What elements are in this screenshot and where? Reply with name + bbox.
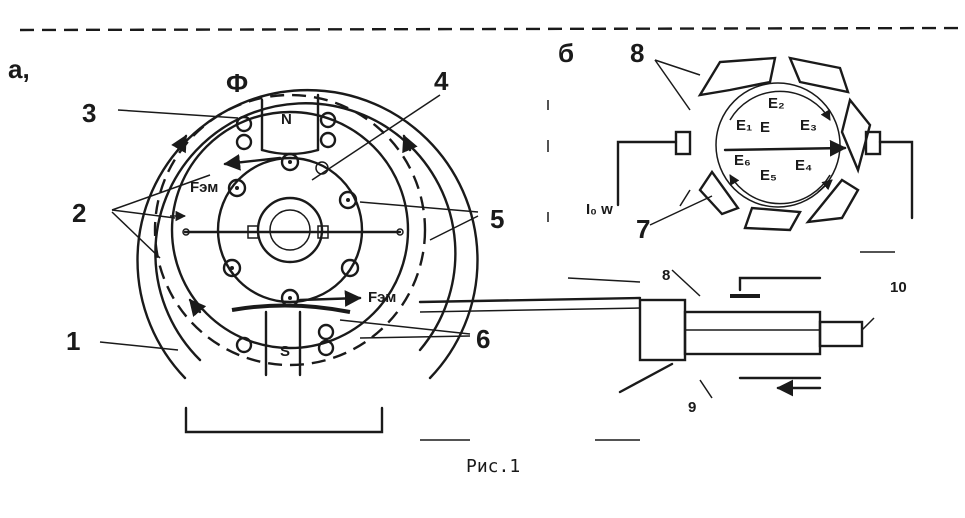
emf-label-4: E₄ <box>795 157 812 174</box>
callout-2: 2 <box>72 198 86 228</box>
callout-8-top: 8 <box>630 38 644 68</box>
callout-7: 7 <box>636 214 650 244</box>
armature-conductors <box>222 152 360 308</box>
shaft-outer <box>256 196 324 264</box>
callout-3: 3 <box>82 98 96 128</box>
force-label-lower: Fэм <box>368 289 396 306</box>
panel-a-label: а, <box>8 54 30 84</box>
stator-ring <box>170 110 410 350</box>
callout-8-bottom: 8 <box>662 267 670 284</box>
housing-outer <box>136 88 479 380</box>
top-border-line <box>19 26 965 32</box>
armature <box>216 156 364 304</box>
flux-path-dashed <box>153 93 427 367</box>
callout-4: 4 <box>434 66 449 96</box>
flux-arrows <box>171 134 418 317</box>
frame-marks <box>420 100 895 441</box>
figure-caption: Рис.1 <box>466 456 520 477</box>
flux-label: Ф <box>226 68 248 98</box>
leader-lines-a <box>99 94 479 351</box>
motor-cross-section <box>136 88 479 434</box>
emf-label-1: E₁ <box>736 117 752 134</box>
north-pole-label: N <box>281 111 292 128</box>
emf-label-3: E₃ <box>800 117 817 134</box>
emf-label-5: E₅ <box>760 167 777 184</box>
callout-5: 5 <box>490 204 504 234</box>
current-label: I₀ w <box>586 201 613 218</box>
callout-10: 10 <box>890 279 907 296</box>
base-bracket <box>184 406 384 434</box>
callout-9: 9 <box>688 399 696 416</box>
panel-b-label: б <box>558 38 574 68</box>
housing-inner <box>154 102 457 362</box>
south-pole-label: S <box>280 343 290 360</box>
callout-6: 6 <box>476 324 490 354</box>
commutator-schematic <box>616 56 914 232</box>
shaft-inner <box>269 209 311 251</box>
callout-1: 1 <box>66 326 80 356</box>
emf-label-e: E <box>760 119 770 136</box>
emf-label-6: E₆ <box>734 152 751 169</box>
emf-label-2: E₂ <box>768 95 785 112</box>
force-label-upper: Fэм <box>190 179 218 196</box>
commutator-assembly <box>418 269 875 399</box>
